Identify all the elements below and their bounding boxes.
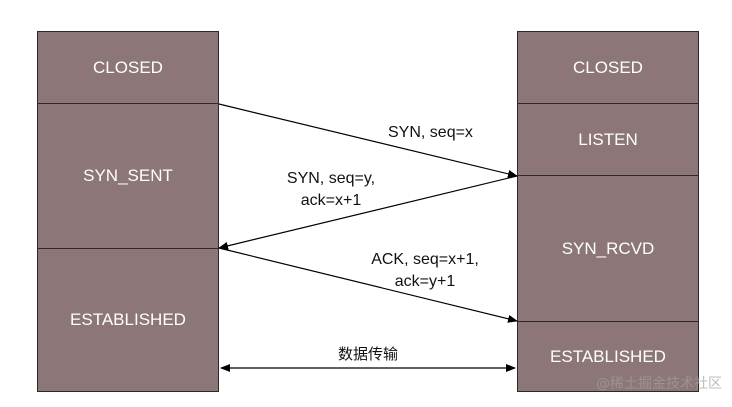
watermark: @稀土掘金技术社区 (596, 376, 722, 392)
server-state-established: ESTABLISHED (517, 321, 699, 392)
client-state-established-label: ESTABLISHED (70, 310, 186, 329)
server-state-listen: LISTEN (517, 103, 699, 176)
client-state-closed-label: CLOSED (93, 57, 163, 77)
syn-ack-label: SYN, seq=y, ack=x+1 (268, 168, 394, 212)
data-transfer-label: 数据传输 (330, 343, 406, 365)
server-state-closed-label: CLOSED (573, 57, 643, 77)
server-state-syn-rcvd: SYN_RCVD (517, 175, 699, 322)
server-state-syn-rcvd-label: SYN_RCVD (561, 238, 655, 258)
client-state-syn-sent-label: SYN_SENT (83, 166, 173, 185)
server-state-established-label: ESTABLISHED (550, 346, 666, 366)
ack-label: ACK, seq=x+1, ack=y+1 (350, 249, 500, 293)
syn-ack-label-line2: ack=x+1 (300, 192, 362, 209)
client-state-syn-sent: SYN_SENT (37, 103, 219, 249)
server-state-listen-label: LISTEN (578, 129, 638, 149)
syn-label: SYN, seq=x (388, 122, 473, 144)
syn-arrow (218, 103, 518, 178)
client-state-established: ESTABLISHED (37, 248, 219, 392)
syn-ack-arrow (218, 175, 518, 250)
client-state-closed: CLOSED (37, 31, 219, 104)
ack-arrow (218, 247, 518, 323)
ack-label-line1: ACK, seq=x+1, (371, 251, 479, 268)
ack-label-line2: ack=y+1 (394, 273, 456, 290)
data-transfer-label-text: 数据传输 (337, 345, 398, 363)
syn-label-text: SYN, seq=x (388, 124, 473, 141)
syn-ack-label-line1: SYN, seq=y, (286, 170, 376, 187)
